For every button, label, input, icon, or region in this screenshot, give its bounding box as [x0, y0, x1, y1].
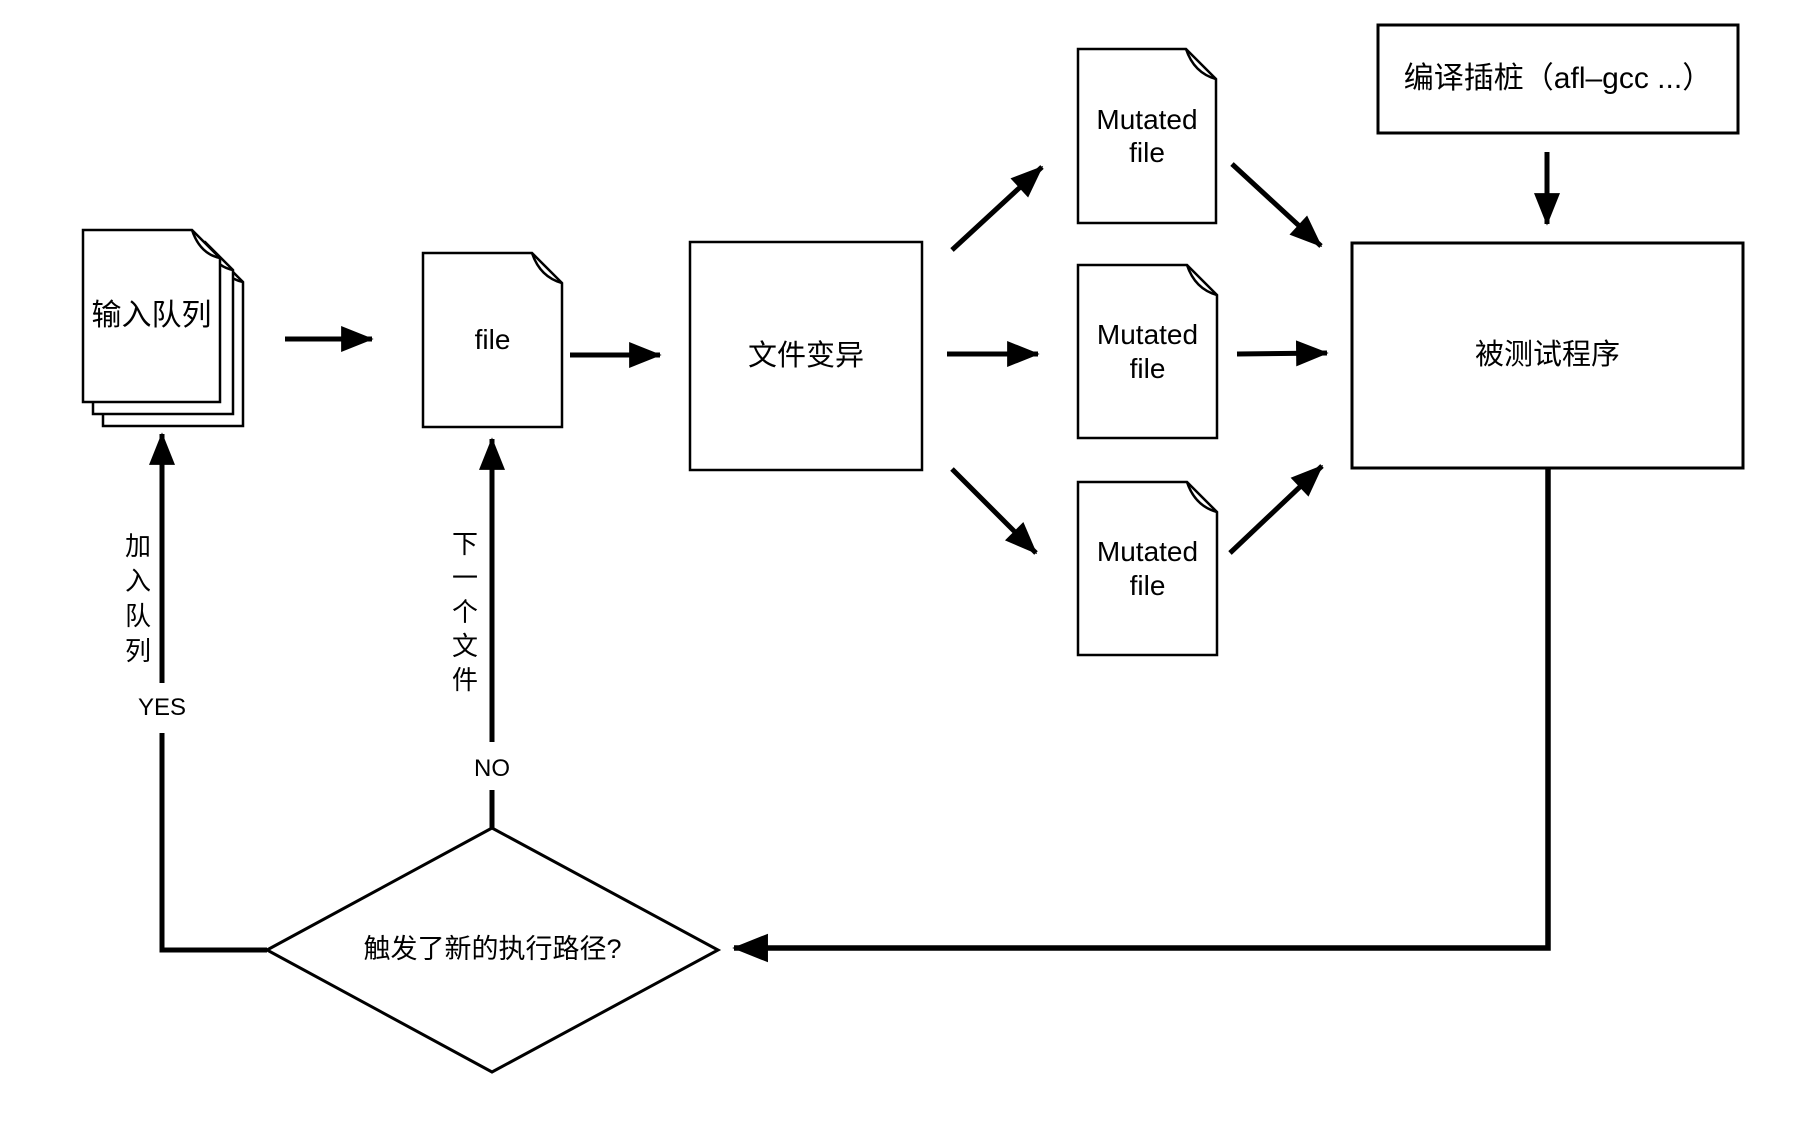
target-program-label: 被测试程序 — [1474, 339, 1620, 372]
connector-target-to-decision — [732, 467, 1551, 963]
mutated-file-top-icon — [1076, 47, 1218, 225]
instrumentation-box — [1376, 23, 1740, 135]
target-program-box — [1350, 241, 1745, 470]
mutated-file-top-label: Mutated file — [1096, 103, 1198, 168]
file-sheet-fold — [530, 252, 563, 285]
instrumentation-label: 编译插桩（afl–gcc ...） — [1403, 62, 1713, 96]
connector-mutated-bottom-to-target — [1228, 464, 1324, 555]
file-sheet — [421, 251, 564, 429]
no-edge-label: NO — [474, 754, 510, 782]
connector-decision-yes-corner — [159, 733, 267, 953]
mutation-label: 文件变异 — [747, 339, 864, 372]
file-document-icon — [421, 251, 564, 429]
input-queue-document-stack-icon — [81, 228, 245, 428]
connector-mutated-top-to-target — [1230, 162, 1323, 248]
mutated-file-bottom-label: Mutated file — [1096, 536, 1199, 601]
yes-edge-label: YES — [137, 693, 187, 721]
file-label: file — [474, 324, 511, 356]
input-queue-label: 输入队列 — [91, 299, 212, 333]
next-file-edge-label: 下 一 个 文 件 — [451, 529, 478, 695]
mutated-file-middle-label: Mutated file — [1096, 319, 1199, 384]
stack-sheet-front-fold — [190, 229, 221, 260]
connector-mutation-to-mutated-bottom — [950, 467, 1038, 555]
connector-mutated-middle-to-target — [1236, 340, 1329, 367]
decision-label: 触发了新的执行路径? — [363, 934, 622, 965]
decision-diamond — [263, 826, 722, 1074]
mutated-file-bottom-icon — [1076, 480, 1219, 657]
stack-sheet-front — [81, 228, 222, 404]
mutation-box — [688, 240, 924, 472]
add-to-queue-edge-label: 加 入 队 列 — [124, 531, 151, 666]
connector-mutation-to-mutated-top — [950, 165, 1044, 252]
mutated-file-middle-icon — [1076, 263, 1219, 440]
